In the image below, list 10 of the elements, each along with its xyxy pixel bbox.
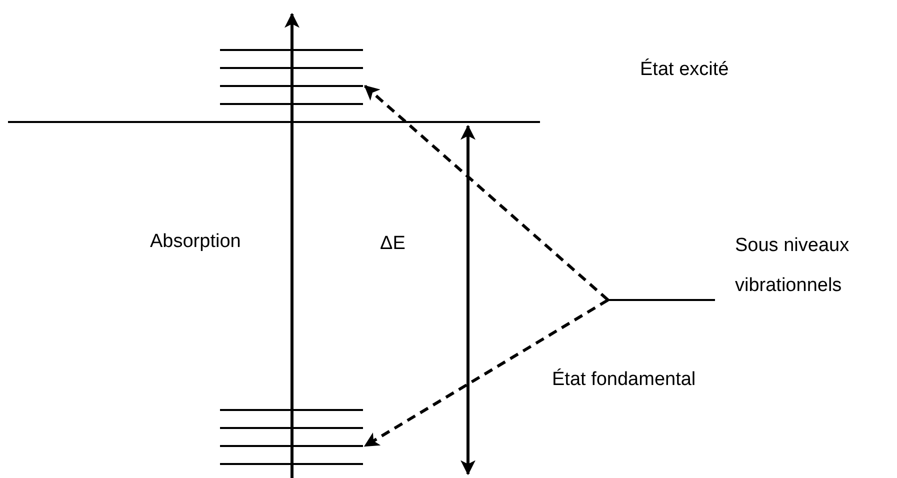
state-label: ΔE [380,232,406,256]
leader-line [608,299,715,301]
energy-level-line [220,445,363,447]
state-label: État excité [640,58,729,82]
dashed-arrow [364,84,609,302]
state-label: Absorption [150,230,241,254]
level-caption: Sous niveaux vibrationnels [735,226,895,306]
energy-level-line [220,85,363,87]
dashed-arrow [364,298,609,448]
state-label: État fondamental [552,368,696,392]
